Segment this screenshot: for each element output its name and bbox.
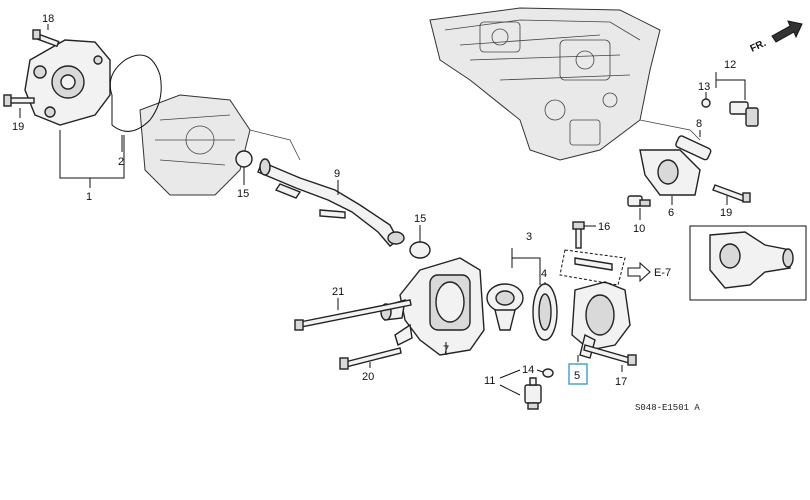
callout-15-left: 15 — [237, 188, 249, 200]
temp-sensor-11 — [524, 377, 542, 410]
callout-11: 11 — [484, 375, 495, 387]
housing-6 — [639, 149, 701, 196]
front-direction-indicator: FR. — [749, 20, 803, 55]
callout-5-highlight-box — [568, 363, 588, 385]
callout-10: 10 — [633, 223, 645, 235]
bolt-20 — [339, 347, 402, 370]
callout-20: 20 — [362, 371, 374, 383]
switch-13 — [729, 101, 759, 127]
water-pump-gasket — [109, 54, 162, 132]
inset-detail — [689, 225, 807, 301]
callout-13: 13 — [698, 81, 710, 93]
callout-19-right: 19 — [720, 207, 732, 219]
callout-1: 1 — [86, 191, 92, 203]
bolt-19-left — [3, 94, 35, 107]
reference-label: E-7 — [654, 267, 671, 279]
callout-15-right: 15 — [414, 213, 426, 225]
reference-arrow — [627, 261, 651, 283]
callout-21: 21 — [332, 286, 344, 298]
sensor-8 — [675, 135, 712, 161]
front-label: FR. — [749, 38, 768, 55]
callout-14: 14 — [522, 364, 534, 376]
bracket-e7 — [559, 249, 626, 286]
diagram-code: S048-E1501 A — [635, 403, 700, 413]
water-pipe — [257, 158, 405, 247]
callout-9: 9 — [334, 168, 340, 180]
bolt-18 — [32, 29, 60, 48]
callout-18: 18 — [42, 13, 54, 25]
thermostat — [486, 283, 524, 331]
callout-5: 5 — [574, 370, 580, 382]
thermostat-gasket-inner — [538, 293, 552, 331]
bolt-17 — [583, 344, 637, 366]
callout-6: 6 — [668, 207, 674, 219]
sensor-10 — [627, 195, 651, 207]
callout-19-left: 19 — [12, 121, 24, 133]
callout-12: 12 — [724, 59, 736, 71]
thermostat-cover — [571, 281, 631, 359]
bolt-19-right — [712, 184, 751, 203]
washer-13 — [701, 98, 711, 108]
engine-block — [429, 7, 701, 161]
water-pump — [24, 39, 111, 126]
o-ring-15-right — [409, 241, 431, 259]
engine-side-cover — [139, 94, 301, 196]
callout-7: 7 — [443, 344, 449, 356]
callout-3: 3 — [526, 231, 532, 243]
front-arrow-icon — [771, 20, 803, 43]
leader-lines — [19, 24, 746, 396]
bolt-16 — [572, 221, 585, 249]
o-ring-15-left — [235, 150, 253, 168]
bolt-21 — [294, 299, 412, 331]
callout-17: 17 — [615, 376, 627, 388]
callout-4: 4 — [541, 268, 547, 280]
washer-14 — [542, 368, 554, 378]
callout-8: 8 — [696, 118, 702, 130]
callout-2: 2 — [118, 156, 124, 168]
callout-16: 16 — [598, 221, 610, 233]
